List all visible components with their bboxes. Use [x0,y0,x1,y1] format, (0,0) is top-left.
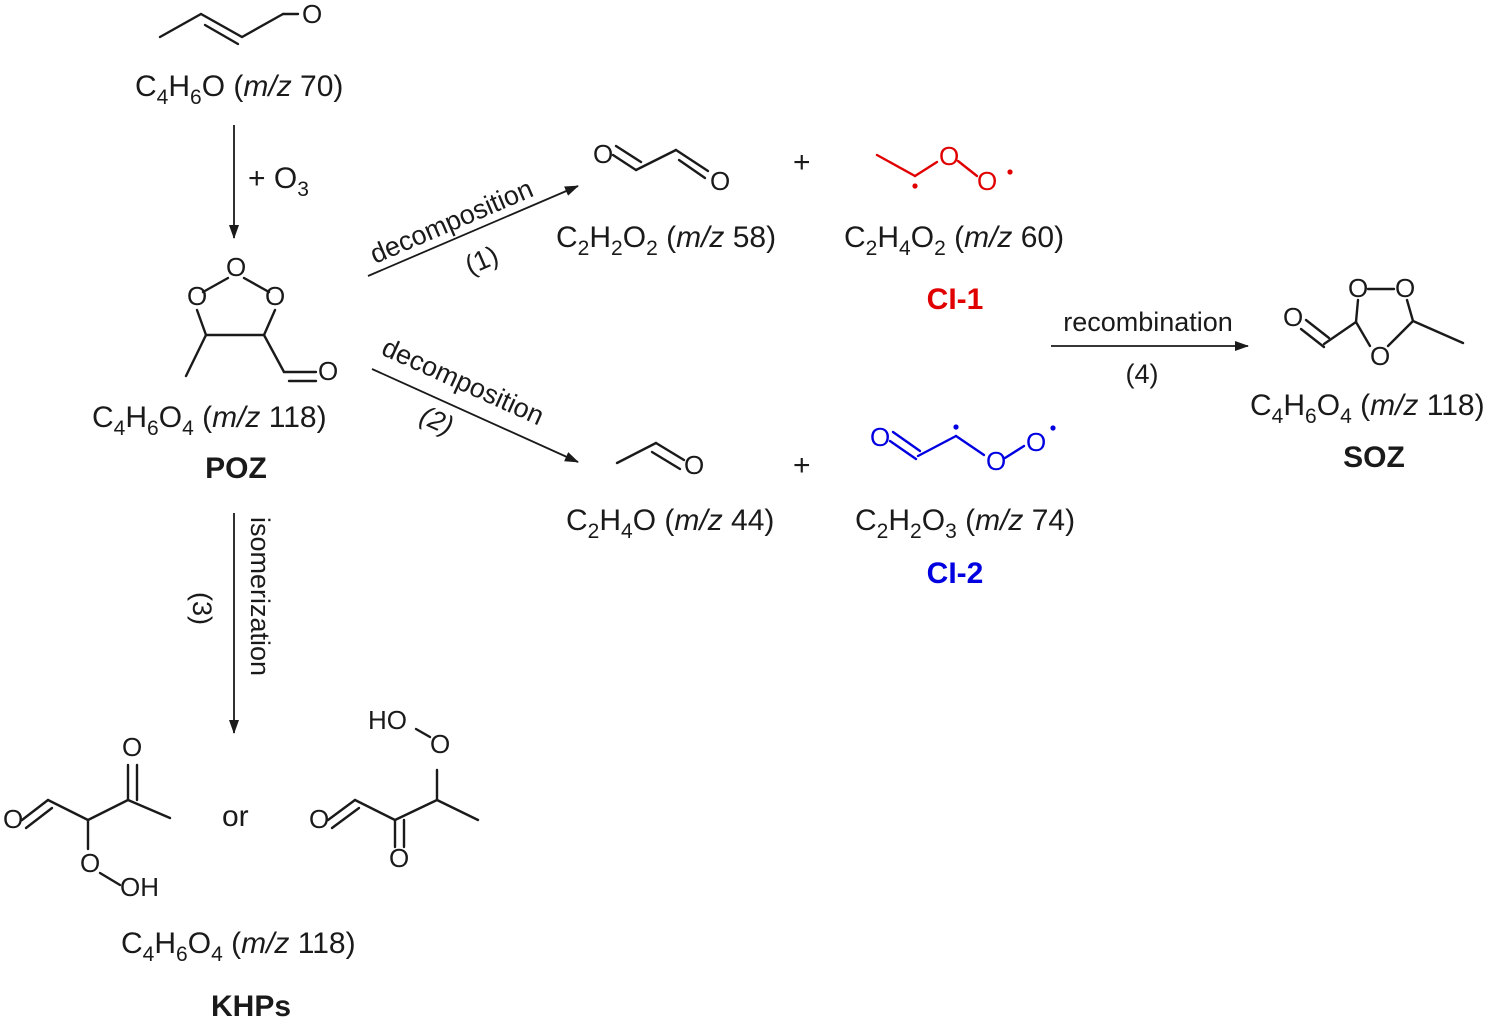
atom-o: O [1370,341,1390,371]
atom-o: O [986,446,1006,476]
ci-1-structure: O O [875,141,1013,196]
pathway-1-number: (1) [461,240,503,281]
poz-structure: O O O O [184,252,338,386]
atom-o: O [318,356,338,386]
soz-structure: O O O O [1283,273,1465,371]
atom-o: O [265,281,285,311]
glyoxal-structure: O O [593,139,730,196]
atom-o: O [939,141,959,171]
ci-2-structure: O O O [870,422,1056,476]
decomposition-1-label: decomposition [366,173,538,269]
decomposition-1-arrow [367,185,579,277]
decomposition-2-arrow [371,368,579,463]
atom-o: O [122,732,142,762]
pathway-4-number: (4) [1126,359,1159,389]
atom-o: O [1395,273,1415,303]
atom-o: O [710,166,730,196]
atom-o: O [80,848,100,878]
atom-o: O [226,252,246,282]
khps-label: KHPs [211,990,291,1022]
pathway-2-number: (2) [416,400,458,441]
atom-o: O [684,450,704,480]
atom-o: O [870,422,890,452]
glyoxal-formula: C2H2O2 (m/z 58) [556,221,776,260]
soz-label: SOZ [1343,441,1405,474]
khps-formula: C4H6O4 (m/z 118) [121,927,356,966]
atom-oh: OH [120,872,159,902]
atom-ho: HO [368,705,407,735]
crotonaldehyde-structure: O [158,0,322,46]
ci-1-formula: C2H4O2 (m/z 60) [844,221,1064,260]
atom-o: O [302,0,322,29]
atom-o: O [309,804,329,834]
ozone-label: + O3 [248,162,309,201]
acetaldehyde-structure: O [615,441,704,480]
soz-formula: C4H6O4 (m/z 118) [1250,389,1485,428]
ci-2-formula: C2H2O3 (m/z 74) [855,504,1075,543]
ci-2-label: CI-2 [927,557,984,590]
atom-o: O [1026,427,1046,457]
atom-o: O [3,804,23,834]
poz-label: POZ [205,452,267,485]
atom-o: O [389,843,409,873]
plus-sign: + [793,449,811,482]
decomposition-2-label: decomposition [378,332,549,431]
khp-isomer-a-structure: O O O OH [3,732,172,902]
pathway-3-number: (3) [187,592,217,625]
or-word: or [222,800,249,833]
atom-o: O [1348,273,1368,303]
khp-isomer-b-structure: O O O HO [309,705,480,873]
poz-formula: C4H6O4 (m/z 118) [92,401,327,440]
atom-o: O [593,139,613,169]
ci-1-label: CI-1 [927,283,984,316]
recombination-label: recombination [1063,307,1233,337]
isomerization-label: isomerization [245,517,275,676]
acetaldehyde-formula: C2H4O (m/z 44) [566,504,774,543]
atom-o: O [977,166,997,196]
plus-sign: + [793,146,811,179]
atom-o: O [1283,302,1303,332]
atom-o: O [187,281,207,311]
reactant-formula: C4H6O (m/z 70) [135,70,343,109]
atom-o: O [430,729,450,759]
